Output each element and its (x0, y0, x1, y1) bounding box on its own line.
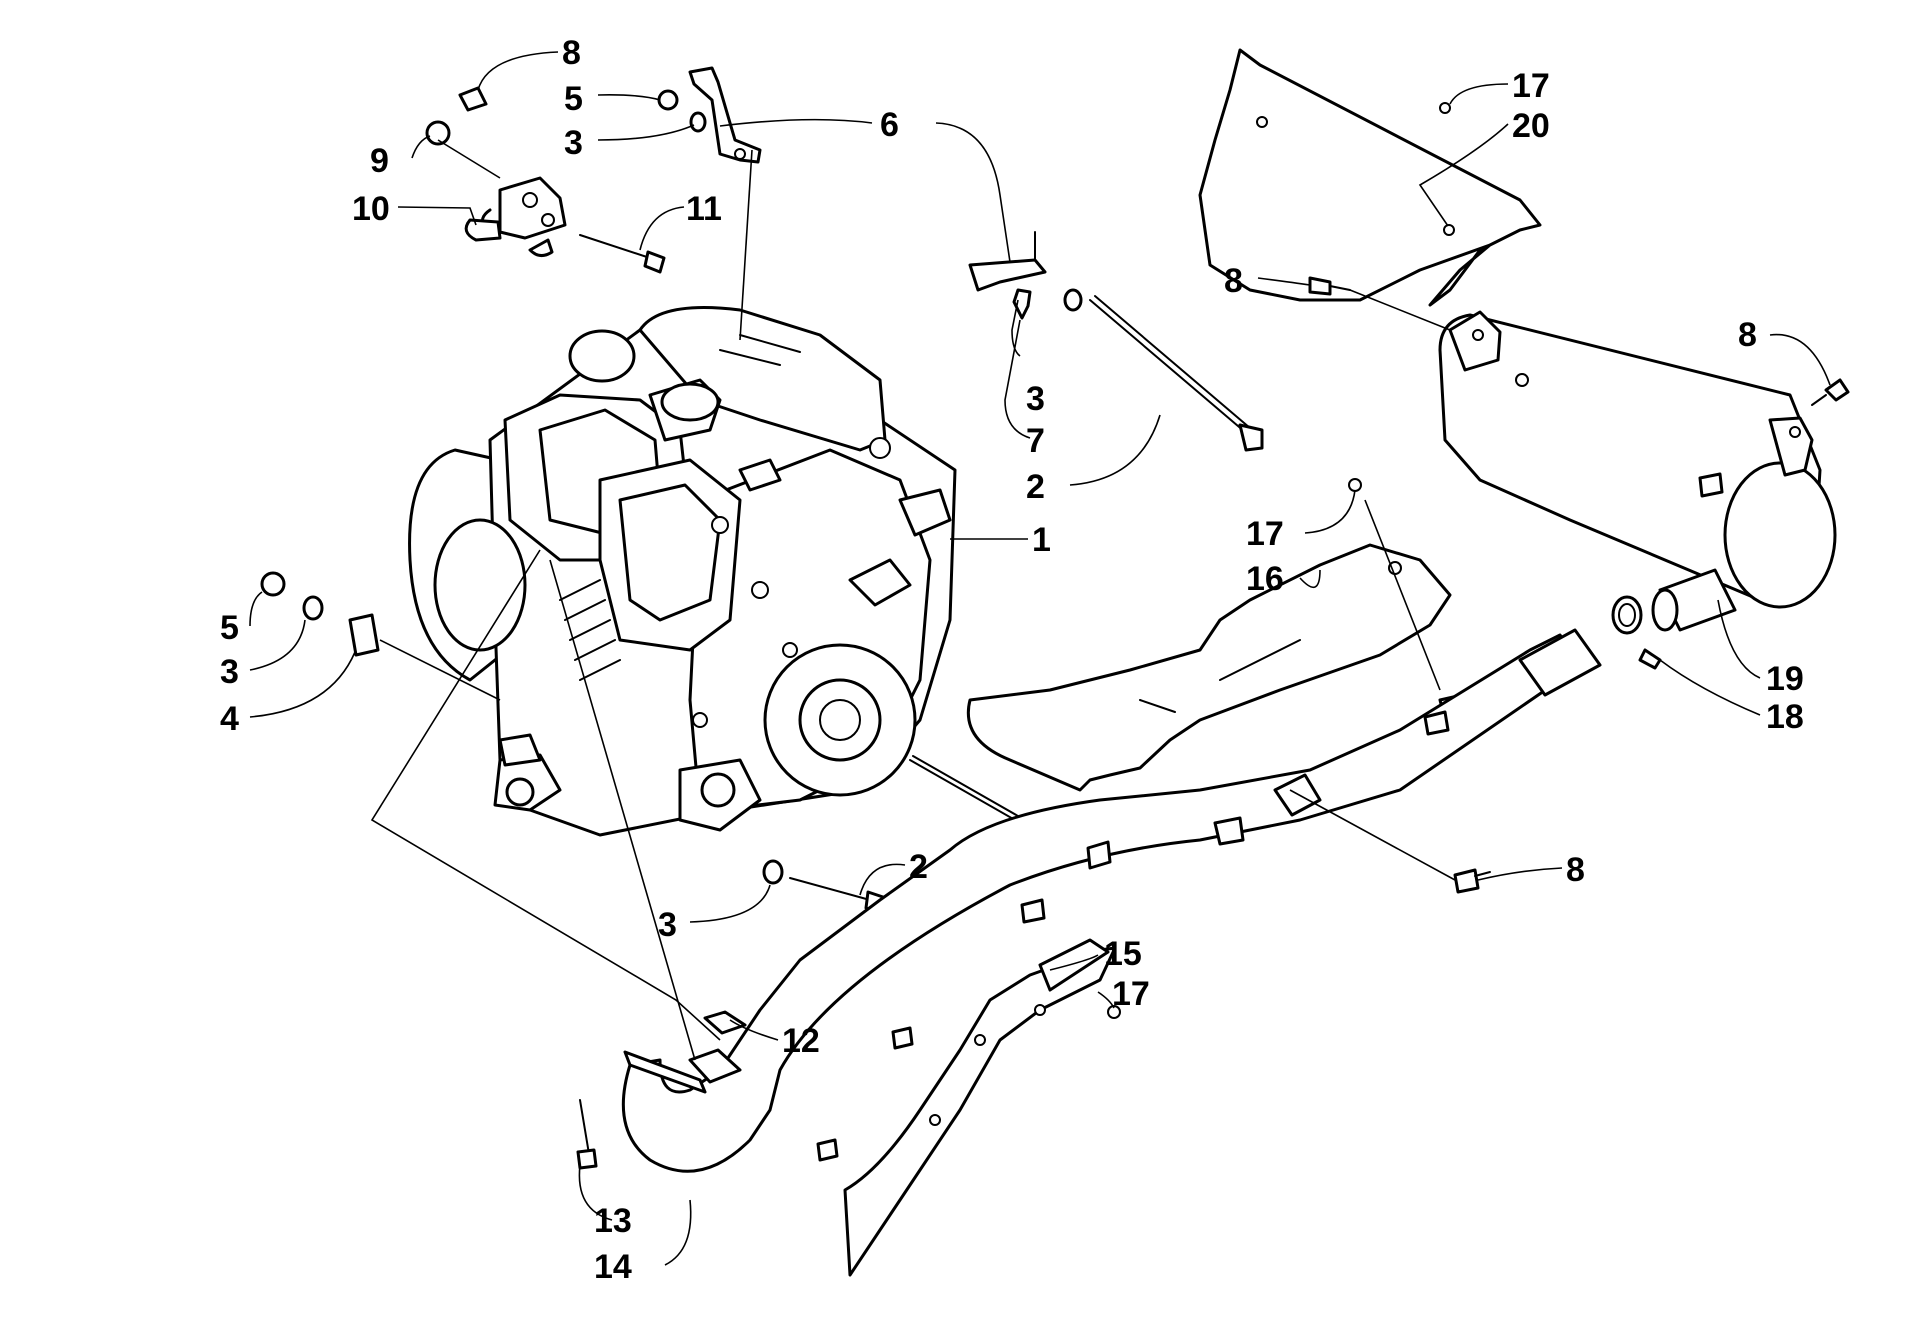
callout-14: 14 (594, 1248, 632, 1286)
heat-shield-20 (1198, 48, 1542, 307)
callout-19: 19 (1766, 660, 1804, 698)
callout-3: 3 (658, 906, 677, 944)
callout-12: 12 (782, 1022, 820, 1060)
callout-3: 3 (564, 124, 583, 162)
callout-8: 8 (1224, 262, 1243, 300)
callout-20: 20 (1512, 107, 1550, 145)
callout-8: 8 (562, 34, 581, 72)
callout-17: 17 (1112, 975, 1150, 1013)
callout-7: 7 (1026, 422, 1045, 460)
exhaust-pipe-14 (576, 628, 1602, 1173)
engine-mount-bracket (425, 86, 666, 274)
callout-2: 2 (1026, 468, 1045, 506)
bracket-6-lower (968, 231, 1264, 452)
callout-9: 9 (370, 142, 389, 180)
callout-17: 17 (1512, 67, 1550, 105)
callout-5: 5 (564, 80, 583, 118)
callout-3: 3 (1026, 380, 1045, 418)
callout-3: 3 (220, 653, 239, 691)
callout-2: 2 (909, 848, 928, 886)
leader-lines (249, 51, 1831, 1266)
callout-4: 4 (220, 700, 239, 738)
callout-8: 8 (1738, 316, 1757, 354)
heat-shield-15 (843, 938, 1121, 1277)
callout-1: 1 (1032, 521, 1051, 559)
callout-6: 6 (880, 106, 899, 144)
left-mount-hardware (260, 571, 501, 701)
callout-8: 8 (1566, 851, 1585, 889)
callout-labels: 1 2 2 3 3 3 3 4 5 5 6 7 8 8 8 8 9 10 11 … (220, 34, 1804, 1286)
callout-16: 16 (1246, 560, 1284, 598)
muffler-19 (1308, 276, 1850, 670)
callout-10: 10 (352, 190, 390, 228)
bracket-6-upper (657, 66, 762, 164)
callout-13: 13 (594, 1202, 632, 1240)
callout-18: 18 (1766, 698, 1804, 736)
engine-assembly (408, 306, 957, 837)
callout-15: 15 (1104, 935, 1142, 973)
callout-17: 17 (1246, 515, 1284, 553)
callout-11: 11 (686, 190, 722, 228)
callout-5: 5 (220, 609, 239, 647)
